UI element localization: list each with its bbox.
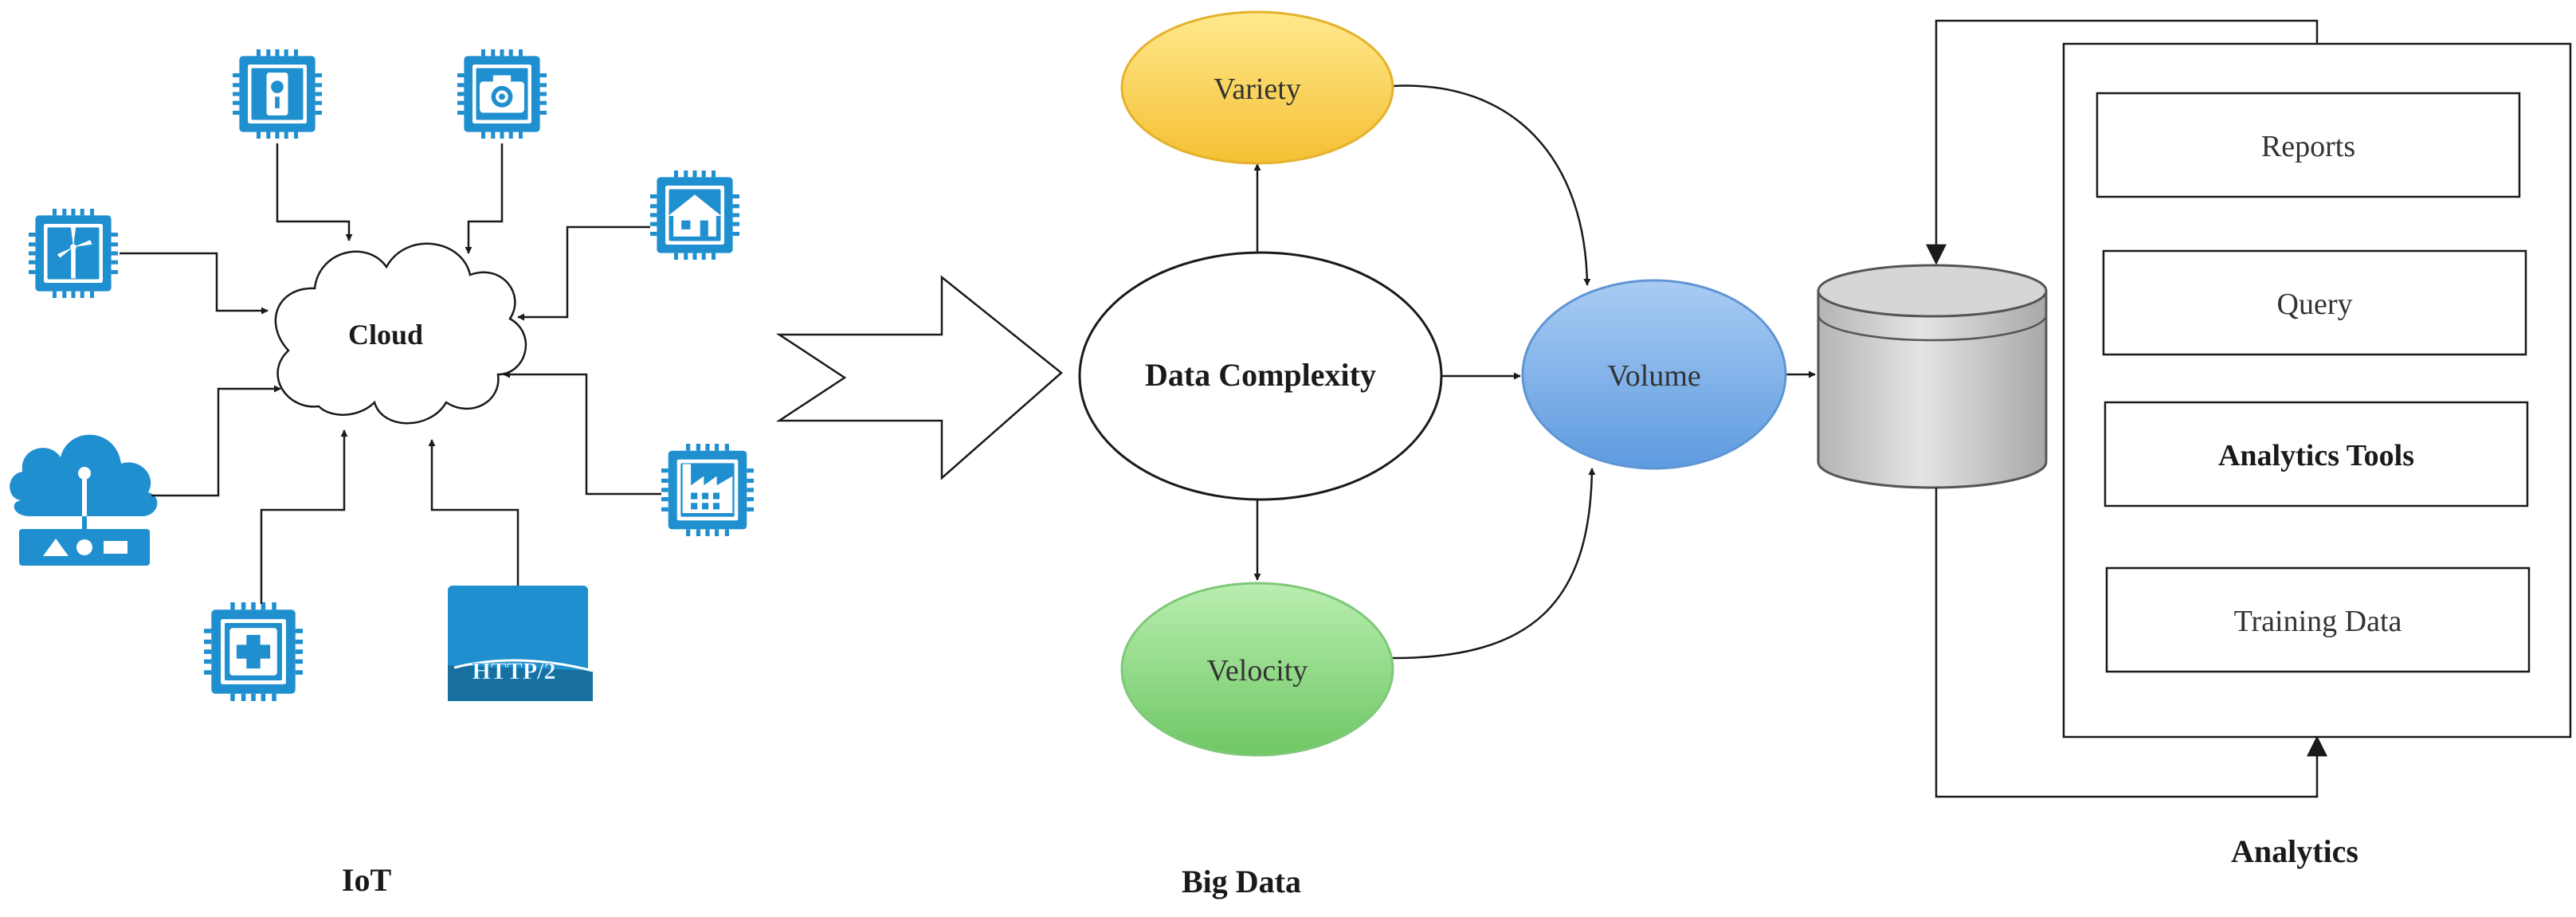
- iot-section: HTTP/2 Cloud IoT: [10, 49, 754, 898]
- analytics-tools-label: Analytics Tools: [2218, 439, 2414, 472]
- training-data-label: Training Data: [2234, 605, 2402, 638]
- cloud-shape: [274, 242, 527, 425]
- analytics-item-analytics-tools: Analytics Tools: [2104, 401, 2529, 507]
- http2-to-cloud-arrow: [428, 439, 520, 586]
- house-to-cloud-arrow: [517, 225, 650, 321]
- iot-section-label: IoT: [342, 862, 392, 898]
- data-complexity-label: Data Complexity: [1145, 357, 1376, 393]
- analytics-item-training-data: Training Data: [2105, 566, 2531, 673]
- cloud-sync-device-icon: [10, 434, 158, 566]
- analytics-item-query: Query: [2102, 249, 2527, 356]
- cloud-node: Cloud: [274, 242, 527, 425]
- medical-device-icon: [204, 602, 303, 701]
- database-to-analytics-arrow: [1935, 488, 2327, 798]
- database-cylinder-icon: [1817, 264, 2048, 489]
- lock-device-icon: [233, 49, 322, 139]
- cloud-label: Cloud: [348, 319, 423, 351]
- velocity-node: Velocity: [1120, 582, 1394, 757]
- volume-label: Volume: [1607, 359, 1701, 393]
- bigdata-connectors: [1253, 84, 1816, 660]
- bigdata-section-label: Big Data: [1182, 864, 1301, 899]
- bigdata-section: Variety Data Complexity Velocity Volume …: [1078, 10, 1816, 899]
- camera-to-cloud-arrow: [465, 143, 504, 254]
- velocity-label: Velocity: [1207, 654, 1308, 688]
- analytics-connectors: [1926, 19, 2327, 798]
- wind-to-cloud-arrow: [120, 252, 269, 315]
- http2-file-icon: HTTP/2: [448, 586, 594, 701]
- reports-label: Reports: [2261, 130, 2355, 163]
- house-device-icon: [650, 170, 739, 260]
- cloudsync-to-cloud-arrow: [151, 385, 281, 497]
- volume-node: Volume: [1521, 279, 1787, 470]
- analytics-section: Reports Query Analytics Tools Training D…: [1926, 19, 2572, 869]
- camera-device-icon: [457, 49, 547, 139]
- variety-label: Variety: [1214, 72, 1301, 106]
- variety-node: Variety: [1120, 10, 1394, 165]
- analytics-section-label: Analytics: [2231, 833, 2358, 869]
- analytics-item-reports: Reports: [2096, 92, 2521, 198]
- velocity-to-volume-arrow: [1392, 468, 1596, 660]
- data-complexity-node: Data Complexity: [1078, 251, 1443, 501]
- query-label: Query: [2277, 288, 2353, 321]
- analytics-to-database-arrow: [1926, 19, 2319, 265]
- http2-label: HTTP/2: [472, 658, 555, 684]
- factory-to-cloud-arrow: [503, 370, 661, 496]
- iot-connectors: [120, 143, 661, 604]
- medical-to-cloud-arrow: [260, 429, 348, 604]
- lock-to-cloud-arrow: [276, 143, 353, 241]
- factory-device-icon: [661, 444, 754, 536]
- flow-arrow-iot-to-bigdata: [775, 275, 1063, 480]
- variety-to-volume-arrow: [1392, 84, 1591, 286]
- wind-turbine-device-icon: [29, 209, 118, 298]
